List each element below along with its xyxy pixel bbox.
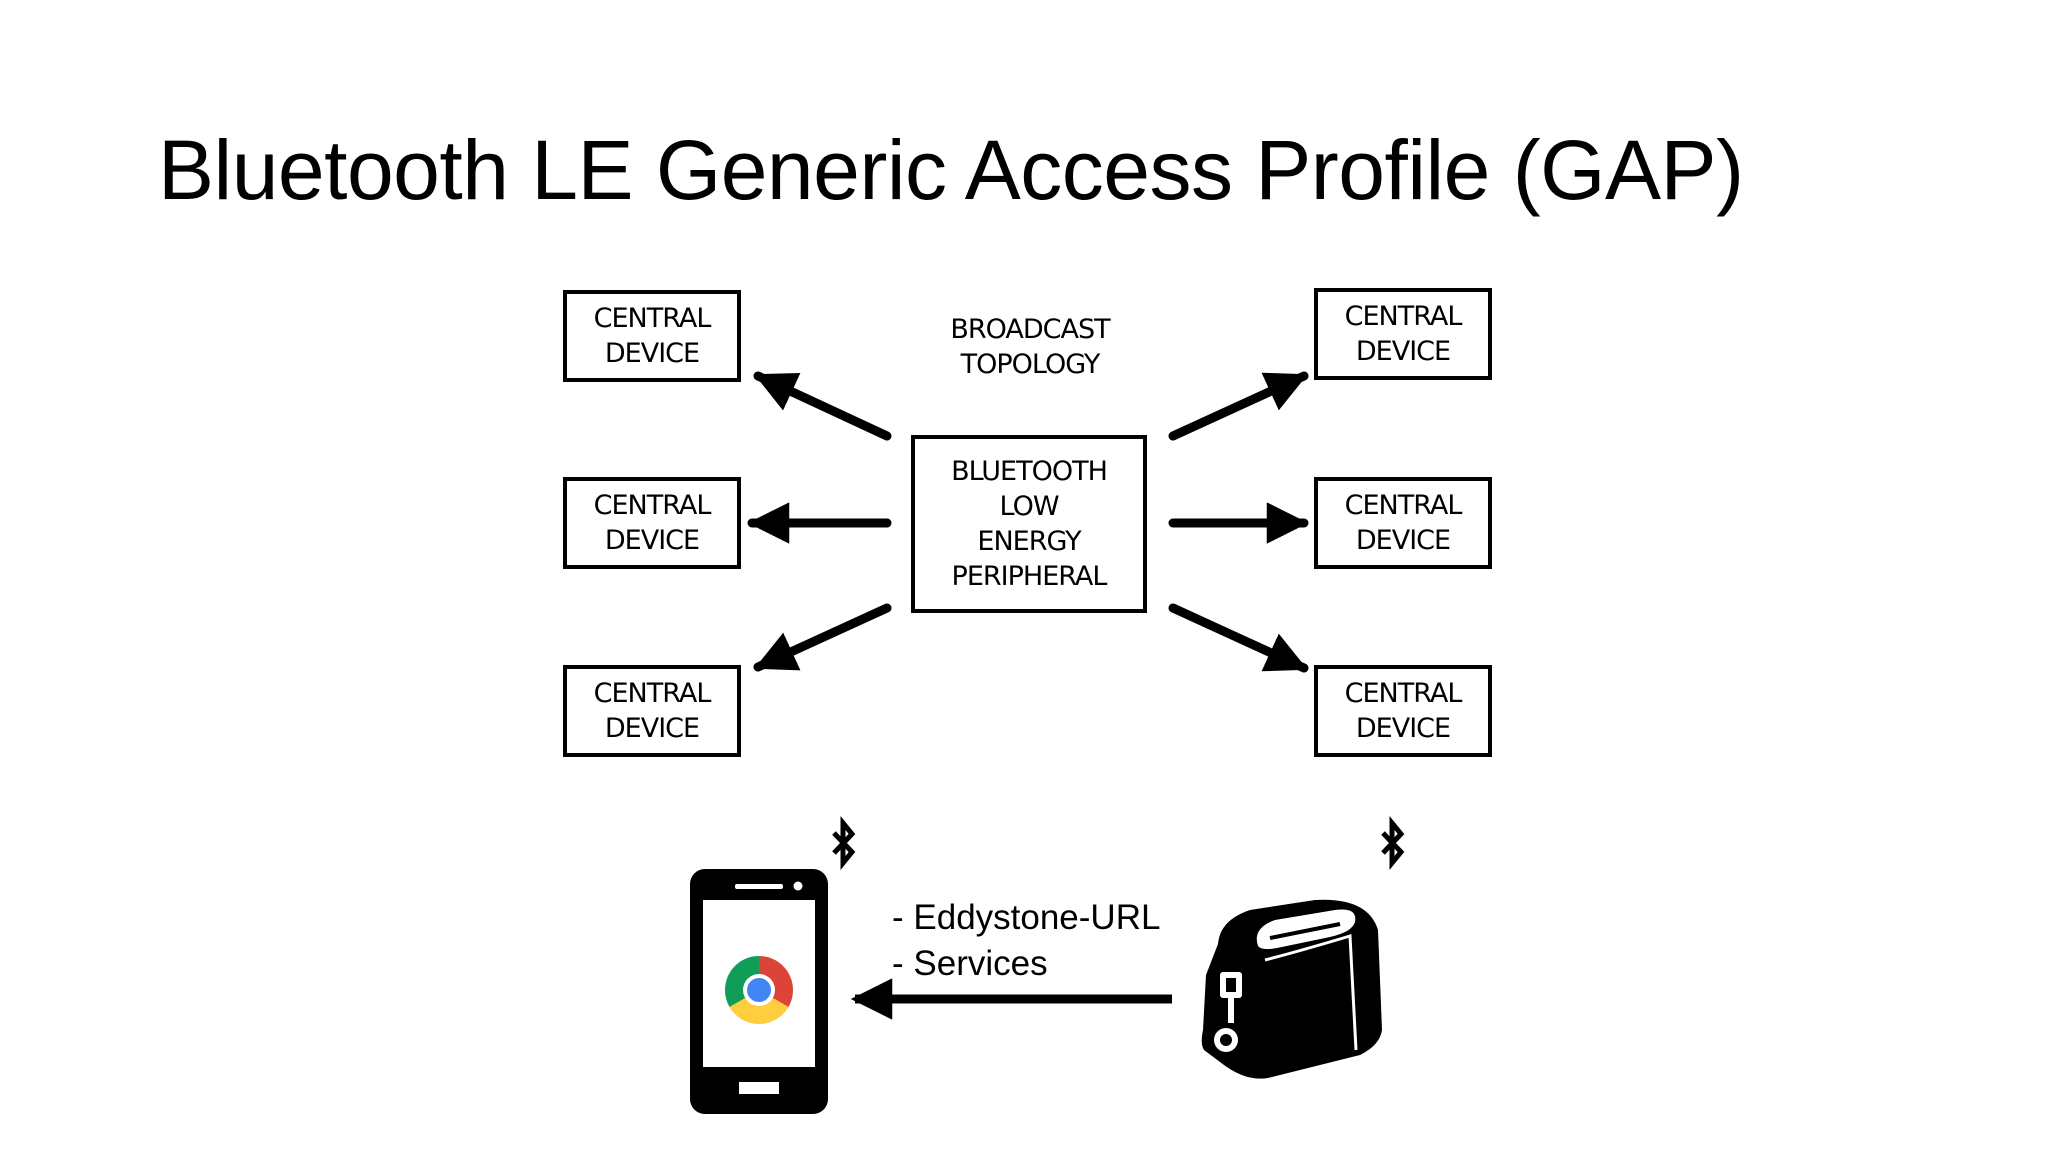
ble-peripheral-box: BLUETOOTH LOW ENERGY PERIPHERAL	[911, 435, 1147, 613]
central-device-box-middle-left: CENTRAL DEVICE	[563, 477, 741, 569]
central-device-box-bottom-left: CENTRAL DEVICE	[563, 665, 741, 757]
bluetooth-icon	[832, 815, 856, 871]
broadcast-topology-label: BROADCAST TOPOLOGY	[950, 314, 1110, 380]
toaster-icon	[1201, 899, 1382, 1079]
arrow-to-top-left	[753, 371, 892, 441]
central-device-box-bottom-right: CENTRAL DEVICE	[1314, 665, 1492, 757]
chrome-logo-icon	[725, 956, 793, 1024]
slide-title: Bluetooth LE Generic Access Profile (GAP…	[158, 123, 1744, 217]
central-device-box-top-left: CENTRAL DEVICE	[563, 290, 741, 382]
list-item: - Eddystone-URL	[892, 898, 1161, 937]
advertised-data-list: - Eddystone-URL - Services	[892, 895, 1160, 987]
arrow-to-bottom-left	[753, 603, 892, 672]
central-device-box-middle-right: CENTRAL DEVICE	[1314, 477, 1492, 569]
bluetooth-icon	[1381, 815, 1405, 871]
central-device-box-top-right: CENTRAL DEVICE	[1314, 288, 1492, 380]
arrow-to-bottom-right	[1168, 603, 1309, 673]
arrow-to-top-right	[1168, 371, 1309, 441]
list-item: - Services	[892, 944, 1048, 983]
